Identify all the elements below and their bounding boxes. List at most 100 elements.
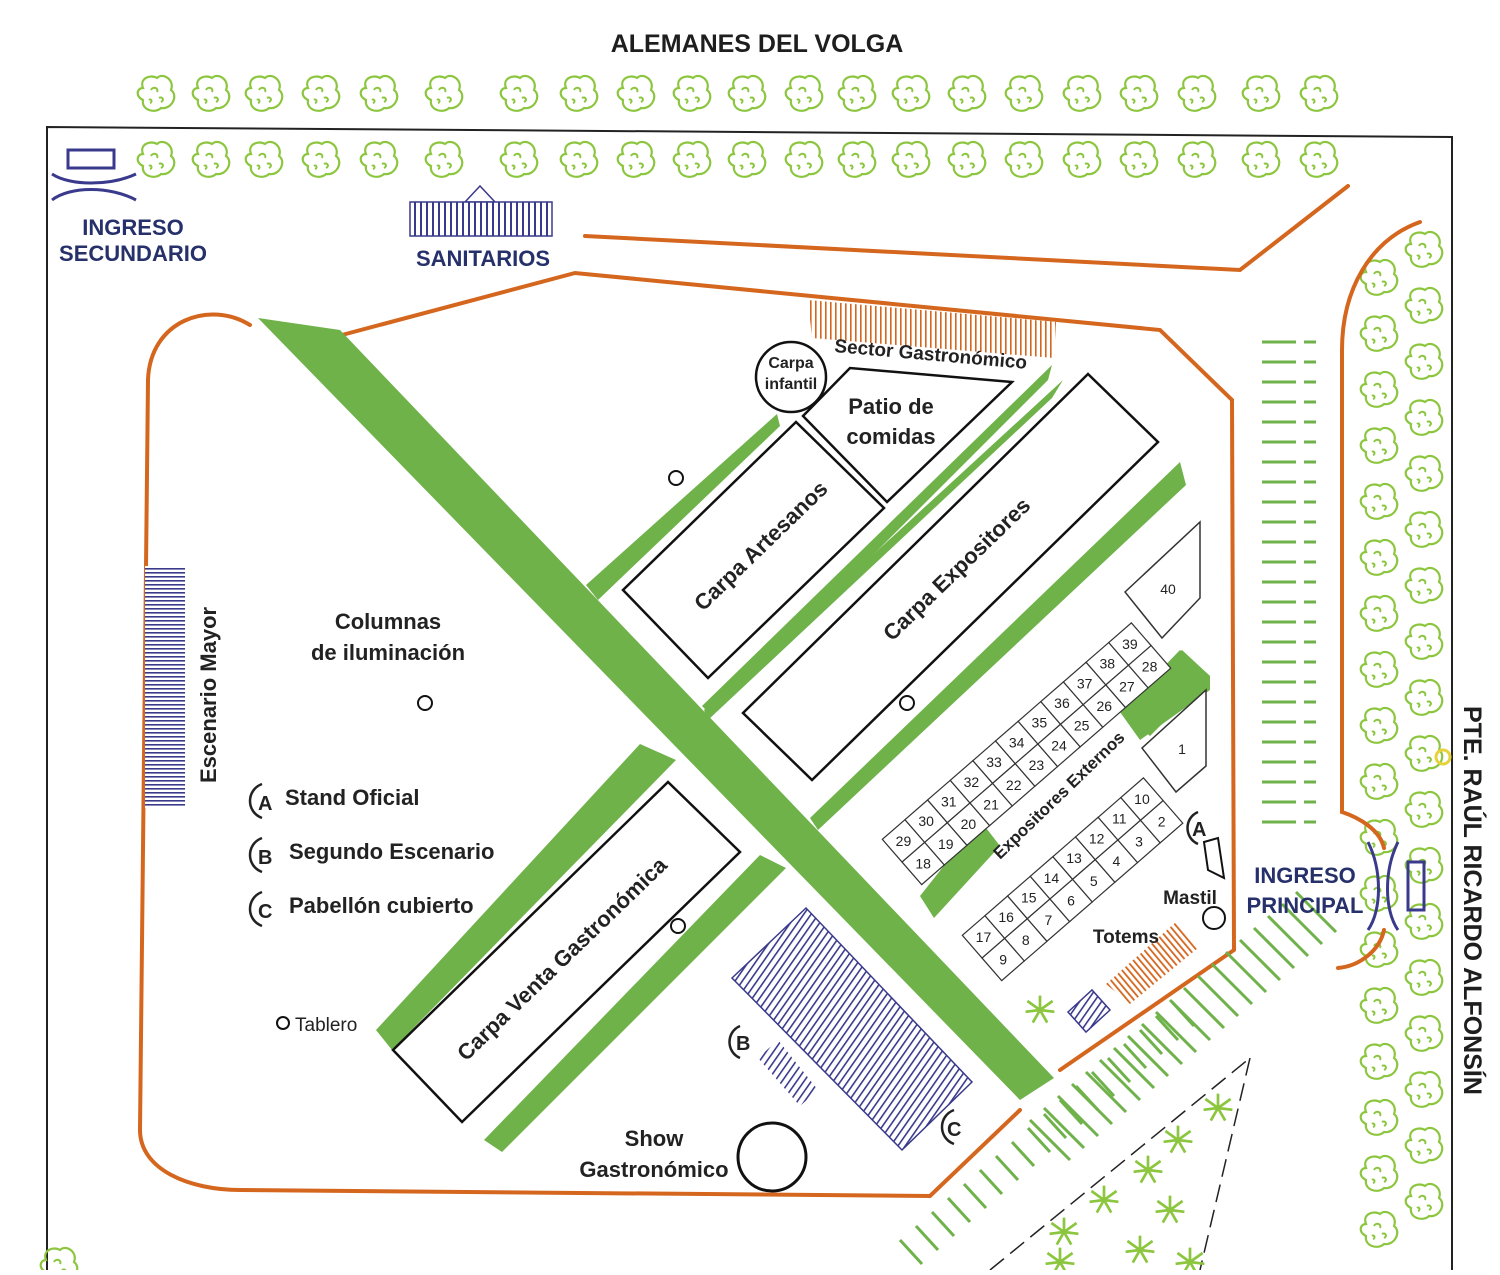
mastil-label: Mastil [1163,888,1217,909]
carpa-expositores-tent [741,372,1160,782]
tree-icon [136,140,176,178]
totems-area [1106,922,1198,1004]
stall-number: 10 [1134,791,1150,807]
show-gastronomico-circle [736,1121,808,1193]
tree-icon [1177,140,1217,178]
stall-number: 34 [1009,734,1025,750]
shed [1066,988,1112,1034]
palm-icon [1162,1124,1194,1154]
stall-number: 5 [1090,873,1098,889]
tree-icon [784,140,824,178]
tree-icon [499,140,539,178]
tree-icon [1359,1154,1399,1192]
marker-b-label: B [736,1033,750,1055]
tree-icon [359,140,399,178]
legend-letter-b: B [258,847,272,869]
tree-icon [1299,74,1339,112]
tree-icon [301,74,341,112]
carpa-venta-tent [391,780,742,1124]
site-boundary [46,125,1453,1270]
show-label-2: Gastronómico [579,1157,728,1182]
palm-icon [1044,1246,1076,1275]
tree-icon [359,74,399,112]
sector-gastronomico-area [808,300,1056,358]
carpa-infantil-label-1: Carpa [768,355,813,372]
tree-icon [1359,986,1399,1024]
parking-line [1238,938,1282,982]
carpa-infantil-label-2: infantil [765,376,817,393]
columnas-label-1: Columnas [335,609,441,634]
parking-line [1138,1028,1164,1056]
tree-icon [1404,342,1444,380]
stall-number: 6 [1067,892,1075,908]
tree-icon [1359,426,1399,464]
parking-line [1224,950,1268,994]
palm-icon [1124,1234,1156,1264]
escenario-mayor-label: Escenario Mayor [196,606,221,783]
tree-icon [1359,314,1399,352]
parking-line [1126,1034,1170,1078]
tree-icon [727,140,767,178]
tree-icon [1404,1182,1444,1220]
legend-letter-a: A [258,793,272,815]
access-road [989,1057,1251,1271]
stall-number: 27 [1119,678,1135,694]
stall-number: 29 [896,833,912,849]
ingreso-principal-label-1: INGRESO [1254,863,1355,888]
tree-icon [1004,74,1044,112]
tree-icon [1241,74,1281,112]
tree-icon [136,74,176,112]
tree-icon [727,74,767,112]
patio-comidas-area [801,366,1015,504]
parking-line [978,1168,1004,1196]
stall-number: 26 [1097,698,1113,714]
tree-icon [1404,286,1444,324]
tree-icon [1404,454,1444,492]
tree-icon [672,140,712,178]
stall-number: 3 [1135,833,1143,849]
stall-number: 40 [1160,581,1176,597]
tree-icon [499,74,539,112]
columnas-label-2: de iluminación [311,640,465,665]
parking-line [914,1224,940,1252]
stall-number: 32 [964,774,980,790]
main-gate-icon [1366,841,1426,931]
tree-icon [1359,1042,1399,1080]
tree-icon [1062,74,1102,112]
stall-number: 21 [983,796,999,812]
ingreso-principal-label-2: PRINCIPAL [1247,893,1364,918]
stall-cell [1140,688,1207,794]
stall-cell [1107,622,1152,667]
legend-label-pabellon: Pabellón cubierto [289,893,474,918]
sanitarios-building [409,184,553,237]
stand-oficial-shape [1202,836,1226,880]
tree-icon [1404,958,1444,996]
segundo-escenario [758,1040,818,1106]
parking-line [1098,1058,1142,1102]
tree-icon [244,140,284,178]
tree-icon [891,140,931,178]
tree-icon [1404,230,1444,268]
green-paths [258,318,1210,1152]
stall-number: 39 [1122,636,1138,652]
stall-number: 33 [986,754,1002,770]
stall-cell [1123,520,1201,640]
sanitarios-label: SANITARIOS [416,246,550,271]
tree-icon [672,74,712,112]
parking-line [1280,902,1324,946]
stall-number: 22 [1006,777,1022,793]
tree-icon [424,140,464,178]
tree-row-top [136,74,1339,178]
stall-number: 38 [1099,656,1115,672]
carpa-infantil-tent [754,340,828,414]
parking-line [1196,974,1240,1018]
tree-icon [301,140,341,178]
tree-icon [1404,566,1444,604]
tree-icon [616,140,656,178]
tree-icon [1404,398,1444,436]
tree-icon [1119,140,1159,178]
palm-icon [1132,1154,1164,1184]
stall-number: 20 [961,816,977,832]
parking-line [1252,926,1296,970]
stall-number: 23 [1029,757,1045,773]
